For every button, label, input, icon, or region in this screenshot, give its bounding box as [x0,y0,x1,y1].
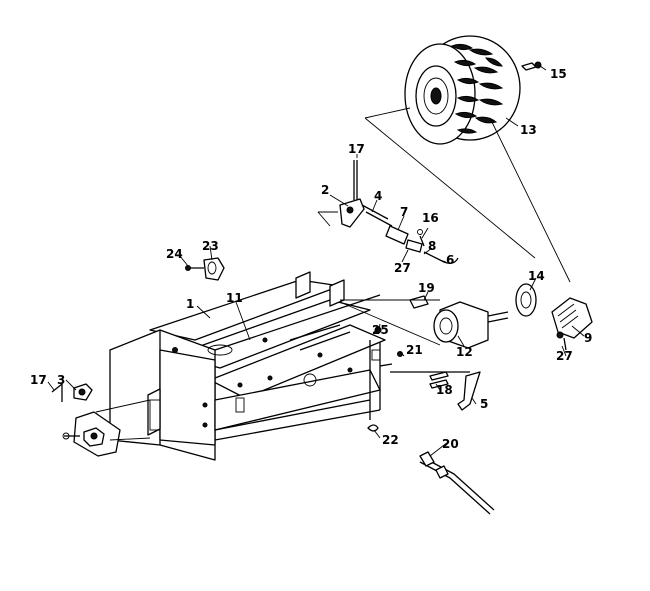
control-cable [419,451,495,515]
callout-3: 3 [57,373,65,387]
front-spindle-group [51,383,151,457]
callout-4: 4 [374,189,382,203]
callout-22: 22 [382,433,399,447]
lower-linkage [367,326,481,432]
callout-19: 19 [418,281,435,295]
callout-labels: 1 2 3 4 5 6 7 8 9 11 12 13 14 15 16 17 1… [30,67,592,451]
callout-27-right: 27 [556,349,573,363]
callout-5: 5 [480,397,488,411]
callout-11: 11 [226,291,243,305]
callout-24: 24 [166,247,183,261]
callout-21: 21 [406,343,423,357]
callout-25: 25 [372,323,389,337]
callout-12: 12 [456,345,473,359]
callout-17-upper: 17 [348,142,365,156]
callout-20: 20 [442,437,459,451]
leader-lines [47,65,585,457]
main-chassis-frame [109,271,386,461]
callout-8: 8 [428,239,436,253]
rear-tire-assembly [404,35,542,145]
transaxle-motor [339,295,509,349]
callout-23: 23 [202,239,219,253]
bracket-23 [185,257,225,281]
callout-16: 16 [422,211,439,225]
callout-6: 6 [446,253,454,267]
callout-17-left: 17 [30,373,47,387]
callout-13: 13 [520,123,537,137]
callout-1: 1 [186,297,194,311]
hub-and-brake [515,283,593,351]
callout-27-upper: 27 [394,261,411,275]
callout-7: 7 [400,205,408,219]
callout-14: 14 [528,269,545,283]
callout-18: 18 [436,383,453,397]
callout-15: 15 [550,67,567,81]
callout-9: 9 [584,331,592,345]
callout-2: 2 [321,183,329,197]
brake-linkage-group [317,160,459,264]
